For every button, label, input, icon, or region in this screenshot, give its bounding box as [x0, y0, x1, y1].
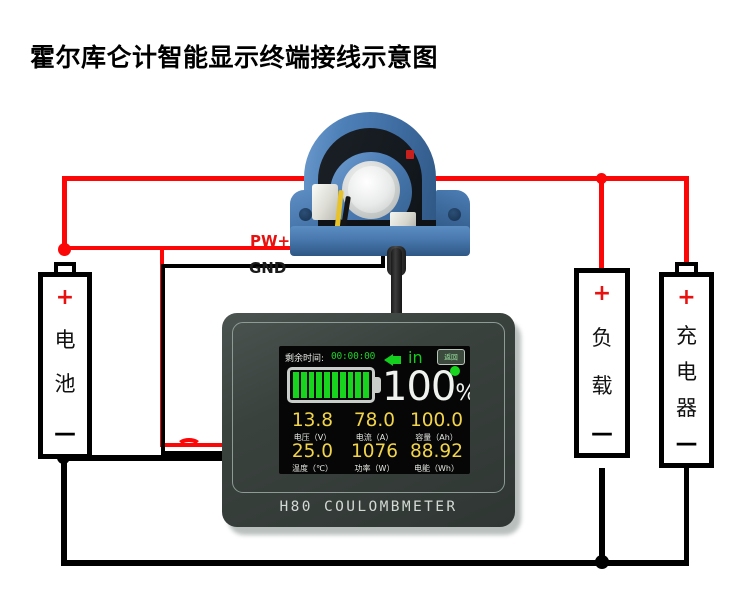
- meter-model-label: H80 COULOMBMETER: [279, 499, 458, 515]
- battery-body: + 电 池 —: [38, 272, 92, 459]
- battery-gauge-tip-icon: [375, 377, 381, 393]
- reading-power: 1076 功率（W）: [343, 442, 406, 474]
- battery-gauge-segment: [347, 372, 354, 398]
- battery-label-char-1: 池: [54, 372, 76, 396]
- load-minus-symbol: —: [591, 421, 613, 446]
- red-wire-meter-horizontal-2: [196, 443, 236, 447]
- battery-cap: [54, 262, 76, 274]
- sensor-output-cable: [391, 248, 402, 322]
- reading-voltage-value: 13.8: [291, 410, 334, 431]
- reading-temperature-unit: 温度（℃）: [292, 464, 333, 473]
- label-pw-plus: PW+: [250, 232, 291, 250]
- lcd-content: 剩余时间: 00:00:00 in 返回 100% 13.8 电压（V）: [279, 346, 470, 474]
- reading-current-unit: 电流（A）: [355, 433, 394, 442]
- reading-capacity-value: 100.0: [410, 410, 463, 431]
- reading-energy: 88.92 电能（Wh）: [405, 442, 468, 474]
- charger-label-char-0: 充: [676, 324, 697, 348]
- black-wire-gnd-horizontal: [161, 264, 385, 268]
- battery-gauge-segment: [316, 372, 323, 398]
- sensor-connector-white: [312, 184, 338, 220]
- battery-gauge-segment: [308, 372, 315, 398]
- battery-gauge-segment: [324, 372, 330, 398]
- reading-temperature: 25.0 温度（℃）: [281, 442, 344, 474]
- battery-gauge-segment: [355, 372, 362, 398]
- back-button-label: 返回: [444, 353, 458, 361]
- reading-voltage-unit: 电压（V）: [293, 433, 332, 442]
- battery-gauge-segment: [300, 372, 307, 398]
- reading-power-unit: 功率（W）: [354, 464, 395, 473]
- red-wire-right-vertical-load: [599, 176, 604, 268]
- back-button[interactable]: 返回: [437, 349, 465, 365]
- black-wire-gnd-to-meter: [161, 451, 237, 455]
- sensor-mount-hole-left: [299, 208, 312, 221]
- battery-gauge-segment: [293, 372, 299, 398]
- red-wire-right-vertical-charger: [684, 176, 689, 268]
- charger-terminal: + 充 电 器 —: [659, 262, 714, 468]
- label-gnd: GND: [249, 259, 287, 277]
- battery-gauge-segment: [363, 372, 369, 398]
- black-junction-load-neg: [595, 555, 609, 569]
- battery-gauge-segment: [339, 372, 346, 398]
- load-label-char-1: 载: [591, 374, 613, 398]
- charger-label-char-2: 器: [676, 396, 697, 420]
- page-title: 霍尔库仑计智能显示终端接线示意图: [30, 43, 439, 72]
- red-wire-hop-over-black: [176, 438, 202, 455]
- percent-symbol: %: [455, 381, 470, 406]
- battery-terminal: + 电 池 —: [38, 262, 92, 462]
- reading-voltage: 13.8 电压（V）: [281, 411, 344, 443]
- black-wire-gnd-vertical: [161, 264, 165, 454]
- load-label-char-0: 负: [591, 326, 613, 350]
- sensor-led-icon: [406, 150, 414, 159]
- black-wire-battery-neg-riser: [61, 455, 67, 565]
- charger-label-char-1: 电: [676, 360, 697, 384]
- direction-arrow-icon: [384, 354, 393, 366]
- sensor-base-foot: [290, 226, 470, 256]
- black-wire-battery-neg-horizontal: [61, 455, 237, 461]
- remaining-time-label: 剩余时间:: [285, 354, 325, 364]
- coulombmeter-device: 剩余时间: 00:00:00 in 返回 100% 13.8 电压（V）: [222, 313, 521, 535]
- reading-temperature-value: 25.0: [291, 441, 334, 462]
- black-wire-load-neg: [599, 468, 605, 566]
- battery-minus-symbol: —: [54, 421, 76, 446]
- sensor-mount-hole-right: [448, 208, 461, 221]
- charger-cap: [675, 262, 698, 274]
- reading-capacity: 100.0 容量（Ah）: [405, 411, 468, 443]
- meter-lcd-screen[interactable]: 剩余时间: 00:00:00 in 返回 100% 13.8 电压（V）: [279, 346, 470, 474]
- remaining-time-value: 00:00:00: [331, 351, 376, 362]
- battery-gauge-segment: [331, 372, 338, 398]
- reading-current: 78.0 电流（A）: [343, 411, 406, 443]
- sensor-aperture-hole: [348, 166, 395, 213]
- load-body: + 负 载 —: [574, 268, 630, 458]
- state-of-charge-percent: 100%: [382, 367, 470, 414]
- meter-bezel-outline: [232, 322, 505, 493]
- battery-plus-symbol: +: [55, 285, 75, 310]
- black-wire-gnd-riser: [381, 246, 385, 268]
- black-wire-charger-neg: [684, 468, 689, 566]
- reading-energy-value: 88.92: [410, 441, 463, 462]
- load-terminal: + 负 载 —: [574, 268, 630, 468]
- battery-label-char-0: 电: [54, 328, 76, 352]
- battery-gauge-icon: [287, 367, 375, 403]
- status-indicator-dot: [450, 366, 460, 376]
- percent-number: 100: [382, 364, 456, 410]
- red-wire-left-vertical: [62, 176, 67, 248]
- reading-current-value: 78.0: [353, 410, 396, 431]
- reading-energy-unit: 电能（Wh）: [414, 464, 459, 473]
- hall-current-sensor: [290, 112, 470, 322]
- direction-label: in: [408, 348, 423, 367]
- load-plus-symbol: +: [592, 281, 612, 306]
- reading-capacity-unit: 容量（Ah）: [415, 433, 458, 442]
- charger-minus-symbol: —: [675, 431, 698, 456]
- reading-power-value: 1076: [350, 441, 399, 462]
- black-wire-bottom-bus: [61, 560, 689, 566]
- charger-plus-symbol: +: [677, 285, 696, 310]
- direction-arrow-tail-icon: [392, 356, 401, 364]
- red-junction-load-branch: [596, 173, 607, 184]
- charger-body: + 充 电 器 —: [659, 272, 714, 468]
- red-wire-pwplus-horizontal: [62, 246, 414, 250]
